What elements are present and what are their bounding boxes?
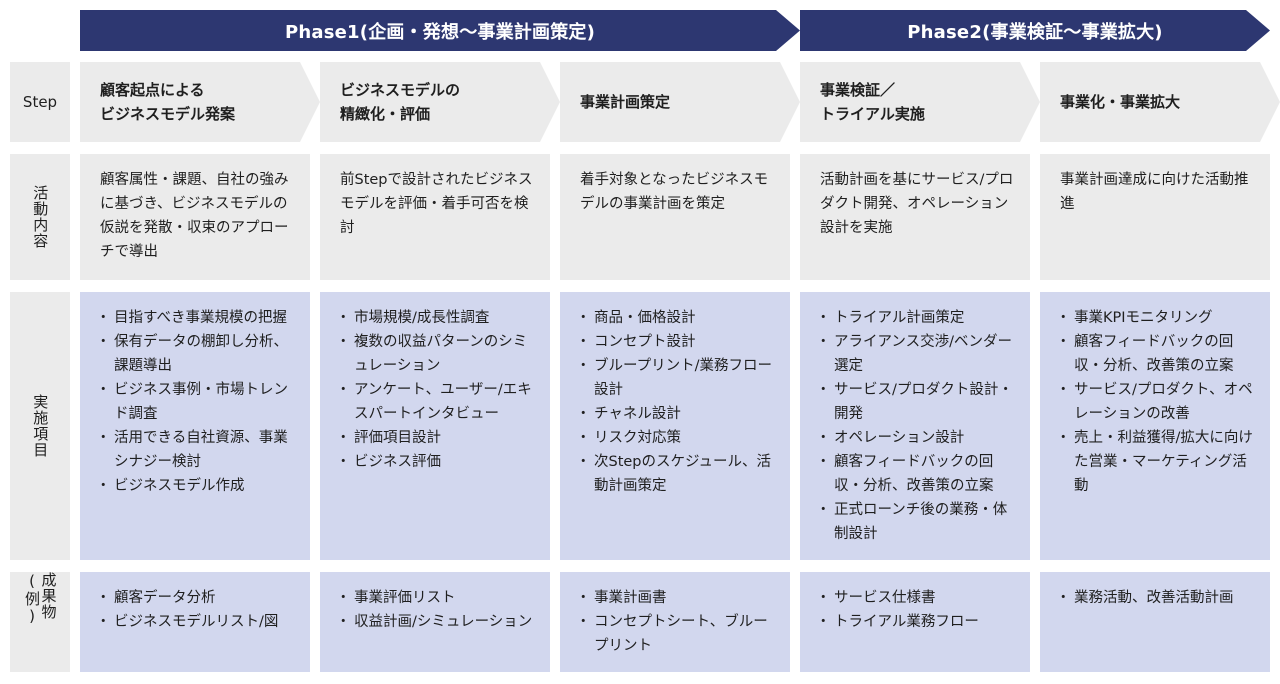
- step-4-label: 事業検証／ トライアル実施: [820, 81, 925, 123]
- list-item: 目指すべき事業規模の把握: [96, 306, 300, 330]
- deliverables-cell-3: 事業計画書 コンセプトシート、ブループリント: [560, 572, 790, 672]
- row-label-step: Step: [10, 62, 70, 142]
- phase1-title: Phase1(企画・発想〜事業計画策定): [284, 21, 596, 43]
- step-4: 事業検証／ トライアル実施: [800, 62, 1040, 142]
- list-item: 評価項目設計: [336, 426, 540, 450]
- list-item: 事業評価リスト: [336, 586, 540, 610]
- list-item: ビジネスモデル作成: [96, 474, 300, 498]
- deliverables-list-2: 事業評価リスト 収益計画/シミュレーション: [336, 586, 540, 634]
- phase2-banner: Phase2(事業検証〜事業拡大): [800, 10, 1270, 51]
- step-5: 事業化・事業拡大: [1040, 62, 1280, 142]
- row-label-implementation: 実施項目: [10, 292, 70, 560]
- row-label-deliverables: 成果物(例): [10, 572, 70, 672]
- deliverables-cell-2: 事業評価リスト 収益計画/シミュレーション: [320, 572, 550, 672]
- deliverables-list-5: 業務活動、改善活動計画: [1056, 586, 1260, 610]
- step-2: ビジネスモデルの 精緻化・評価: [320, 62, 560, 142]
- list-item: 複数の収益パターンのシミュレーション: [336, 330, 540, 378]
- implementation-list-5: 事業KPIモニタリング 顧客フィードバックの回収・分析、改善策の立案 サービス/…: [1056, 306, 1260, 498]
- list-item: 顧客フィードバックの回収・分析、改善策の立案: [816, 450, 1020, 498]
- list-item: アライアンス交渉/ベンダー選定: [816, 330, 1020, 378]
- step-3: 事業計画策定: [560, 62, 800, 142]
- activity-cell-2: 前Stepで設計されたビジネスモデルを評価・着手可否を検討: [320, 154, 550, 280]
- deliverables-cell-5: 業務活動、改善活動計画: [1040, 572, 1270, 672]
- step-1: 顧客起点による ビジネスモデル発案: [80, 62, 320, 142]
- list-item: コンセプトシート、ブループリント: [576, 610, 780, 658]
- step-1-label: 顧客起点による ビジネスモデル発案: [100, 81, 236, 123]
- step-5-label: 事業化・事業拡大: [1060, 93, 1181, 111]
- list-item: トライアル計画策定: [816, 306, 1020, 330]
- list-item: ビジネス事例・市場トレンド調査: [96, 378, 300, 426]
- list-item: ビジネスモデルリスト/図: [96, 610, 300, 634]
- list-item: トライアル業務フロー: [816, 610, 1020, 634]
- list-item: 市場規模/成長性調査: [336, 306, 540, 330]
- list-item: 収益計画/シミュレーション: [336, 610, 540, 634]
- list-item: 業務活動、改善活動計画: [1056, 586, 1260, 610]
- step-2-label: ビジネスモデルの 精緻化・評価: [340, 81, 461, 123]
- list-item: 正式ローンチ後の業務・体制設計: [816, 498, 1020, 546]
- list-item: 事業KPIモニタリング: [1056, 306, 1260, 330]
- implementation-cell-1: 目指すべき事業規模の把握 保有データの棚卸し分析、課題導出 ビジネス事例・市場ト…: [80, 292, 310, 560]
- step-3-label: 事業計画策定: [580, 93, 671, 111]
- list-item: ビジネス評価: [336, 450, 540, 474]
- list-item: 事業計画書: [576, 586, 780, 610]
- implementation-cell-5: 事業KPIモニタリング 顧客フィードバックの回収・分析、改善策の立案 サービス/…: [1040, 292, 1270, 560]
- list-item: 次Stepのスケジュール、活動計画策定: [576, 450, 780, 498]
- list-item: サービス/プロダクト、オペレーションの改善: [1056, 378, 1260, 426]
- list-item: サービス仕様書: [816, 586, 1020, 610]
- list-item: 商品・価格設計: [576, 306, 780, 330]
- activity-cell-4: 活動計画を基にサービス/プロダクト開発、オペレーション設計を実施: [800, 154, 1030, 280]
- list-item: 顧客データ分析: [96, 586, 300, 610]
- deliverables-cell-1: 顧客データ分析 ビジネスモデルリスト/図: [80, 572, 310, 672]
- activity-cell-5: 事業計画達成に向けた活動推進: [1040, 154, 1270, 280]
- list-item: 顧客フィードバックの回収・分析、改善策の立案: [1056, 330, 1260, 378]
- list-item: サービス/プロダクト設計・開発: [816, 378, 1020, 426]
- list-item: アンケート、ユーザー/エキスパートインタビュー: [336, 378, 540, 426]
- list-item: オペレーション設計: [816, 426, 1020, 450]
- list-item: チャネル設計: [576, 402, 780, 426]
- list-item: 活用できる自社資源、事業シナジー検討: [96, 426, 300, 474]
- deliverables-list-4: サービス仕様書 トライアル業務フロー: [816, 586, 1020, 634]
- implementation-cell-2: 市場規模/成長性調査 複数の収益パターンのシミュレーション アンケート、ユーザー…: [320, 292, 550, 560]
- implementation-list-3: 商品・価格設計 コンセプト設計 ブループリント/業務フロー設計 チャネル設計 リ…: [576, 306, 780, 498]
- deliverables-list-1: 顧客データ分析 ビジネスモデルリスト/図: [96, 586, 300, 634]
- row-label-activity: 活動内容: [10, 154, 70, 280]
- phase1-banner: Phase1(企画・発想〜事業計画策定): [80, 10, 800, 51]
- list-item: ブループリント/業務フロー設計: [576, 354, 780, 402]
- deliverables-list-3: 事業計画書 コンセプトシート、ブループリント: [576, 586, 780, 658]
- implementation-cell-4: トライアル計画策定 アライアンス交渉/ベンダー選定 サービス/プロダクト設計・開…: [800, 292, 1030, 560]
- list-item: リスク対応策: [576, 426, 780, 450]
- list-item: コンセプト設計: [576, 330, 780, 354]
- activity-cell-1: 顧客属性・課題、自社の強みに基づき、ビジネスモデルの仮説を発散・収束のアプローチ…: [80, 154, 310, 280]
- phase2-title: Phase2(事業検証〜事業拡大): [907, 21, 1163, 43]
- implementation-list-2: 市場規模/成長性調査 複数の収益パターンのシミュレーション アンケート、ユーザー…: [336, 306, 540, 474]
- list-item: 保有データの棚卸し分析、課題導出: [96, 330, 300, 378]
- activity-cell-3: 着手対象となったビジネスモデルの事業計画を策定: [560, 154, 790, 280]
- implementation-list-4: トライアル計画策定 アライアンス交渉/ベンダー選定 サービス/プロダクト設計・開…: [816, 306, 1020, 546]
- list-item: 売上・利益獲得/拡大に向けた営業・マーケティング活動: [1056, 426, 1260, 498]
- deliverables-cell-4: サービス仕様書 トライアル業務フロー: [800, 572, 1030, 672]
- implementation-list-1: 目指すべき事業規模の把握 保有データの棚卸し分析、課題導出 ビジネス事例・市場ト…: [96, 306, 300, 498]
- implementation-cell-3: 商品・価格設計 コンセプト設計 ブループリント/業務フロー設計 チャネル設計 リ…: [560, 292, 790, 560]
